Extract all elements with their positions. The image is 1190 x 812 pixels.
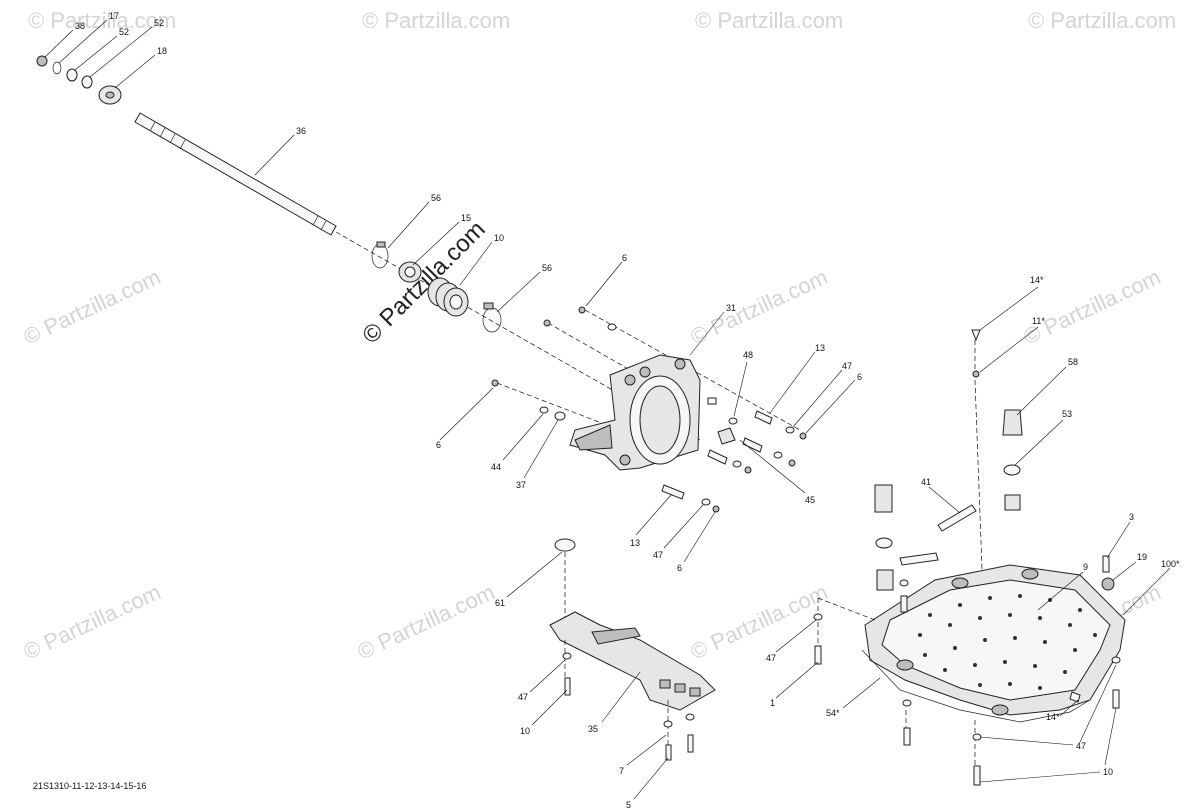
callout-48: 48 bbox=[743, 350, 753, 360]
callout-18: 18 bbox=[157, 46, 167, 56]
callout-56: 56 bbox=[431, 193, 441, 203]
part-35-support bbox=[549, 611, 716, 711]
watermark: © Partzilla.com bbox=[20, 264, 165, 349]
part-17-circlip bbox=[52, 61, 62, 75]
leader-lines bbox=[44, 19, 1171, 800]
callout-6-b: 6 bbox=[857, 372, 862, 382]
watermark-center: © Partzilla.com bbox=[357, 216, 490, 349]
callout-10: 10 bbox=[494, 233, 504, 243]
callout-58: 58 bbox=[1068, 357, 1078, 367]
callout-47-b: 47 bbox=[653, 550, 663, 560]
callout-61: 61 bbox=[495, 598, 505, 608]
watermark: © Partzilla.com bbox=[695, 8, 843, 33]
part-11-washer bbox=[972, 370, 980, 378]
callout-3: 3 bbox=[1129, 512, 1134, 522]
part-56-clamp bbox=[371, 243, 389, 269]
callout-6: 6 bbox=[622, 253, 627, 263]
watermark: © Partzilla.com bbox=[28, 8, 176, 33]
callout-13: 13 bbox=[815, 343, 825, 353]
part-14-screw bbox=[971, 329, 981, 342]
callout-1: 1 bbox=[770, 698, 775, 708]
part-41-decal bbox=[937, 504, 977, 532]
callout-6-c: 6 bbox=[436, 440, 441, 450]
callout-44: 44 bbox=[491, 462, 501, 472]
part-52-ring-b bbox=[81, 75, 93, 89]
watermark: © Partzilla.com bbox=[362, 8, 510, 33]
callout-37: 37 bbox=[516, 480, 526, 490]
callout-6-d: 6 bbox=[677, 563, 682, 573]
callout-13-b: 13 bbox=[630, 538, 640, 548]
callout-14-b: 14* bbox=[1046, 712, 1060, 722]
part-54-gasket bbox=[861, 649, 1091, 723]
callout-7: 7 bbox=[619, 766, 624, 776]
part-3-screw bbox=[1102, 555, 1110, 573]
part-37-washer bbox=[554, 411, 566, 421]
callout-10-c: 10 bbox=[1103, 767, 1113, 777]
callout-36: 36 bbox=[296, 126, 306, 136]
part-1-screw bbox=[814, 645, 822, 665]
callout-52: 52 bbox=[119, 27, 129, 37]
drive-shaft-group bbox=[36, 55, 701, 441]
callout-52-b: 52 bbox=[154, 18, 164, 28]
fitting-left bbox=[874, 484, 893, 513]
callout-9: 9 bbox=[1083, 562, 1088, 572]
callout-14: 14* bbox=[1030, 275, 1044, 285]
callout-15: 15 bbox=[461, 213, 471, 223]
callout-47-e: 47 bbox=[1076, 741, 1086, 751]
part-9-ride-plate bbox=[813, 329, 1126, 786]
part-53-o-ring bbox=[1003, 464, 1021, 476]
part-13-stud bbox=[754, 410, 773, 425]
part-19-grommet bbox=[1101, 577, 1115, 591]
watermark: © Partzilla.com bbox=[354, 579, 499, 664]
part-52-ring bbox=[66, 68, 78, 82]
callout-47-d: 47 bbox=[766, 653, 776, 663]
callout-47: 47 bbox=[842, 361, 852, 371]
part-31-jet-pump-housing bbox=[496, 309, 801, 471]
housing-hardware bbox=[491, 306, 807, 513]
callout-35: 35 bbox=[588, 724, 598, 734]
callout-56-b: 56 bbox=[542, 263, 552, 273]
callout-41: 41 bbox=[921, 477, 931, 487]
callout-45: 45 bbox=[805, 495, 815, 505]
part-36-drive-shaft bbox=[134, 112, 337, 236]
diagram-code: 21S1310-11-12-13-14-15-16 bbox=[33, 781, 146, 791]
part-45-bracket bbox=[717, 427, 736, 445]
ride-plate-support-group bbox=[549, 538, 716, 761]
part-10-boot bbox=[427, 277, 469, 317]
part-6-nut bbox=[578, 306, 586, 314]
callout-53: 53 bbox=[1062, 409, 1072, 419]
callout-11: 11* bbox=[1032, 316, 1045, 326]
watermark: © Partzilla.com bbox=[1028, 8, 1176, 33]
part-58-fitting bbox=[1002, 409, 1023, 436]
part-38-nut bbox=[36, 55, 48, 67]
callout-labels: 38 17 52 52 18 36 56 15 10 56 6 31 48 13… bbox=[75, 11, 1180, 810]
callout-5: 5 bbox=[626, 800, 631, 810]
watermark: © Partzilla.com bbox=[20, 579, 165, 664]
callout-17: 17 bbox=[109, 11, 119, 21]
callout-19: 19 bbox=[1137, 552, 1147, 562]
part-13-stud-b bbox=[661, 484, 685, 500]
callout-10-b: 10 bbox=[520, 726, 530, 736]
part-56-clamp-b bbox=[482, 307, 502, 333]
part-44-washer bbox=[539, 406, 549, 414]
watermark: © Partzilla.com bbox=[687, 579, 832, 664]
callout-31: 31 bbox=[726, 303, 736, 313]
part-48-plug bbox=[728, 417, 738, 425]
callout-54: 54* bbox=[826, 708, 840, 718]
part-61-plug bbox=[554, 538, 576, 552]
callout-38: 38 bbox=[75, 21, 85, 31]
watermark: © Partzilla.com bbox=[687, 264, 832, 349]
callout-47-c: 47 bbox=[518, 692, 528, 702]
callout-100: 100* bbox=[1161, 559, 1180, 569]
